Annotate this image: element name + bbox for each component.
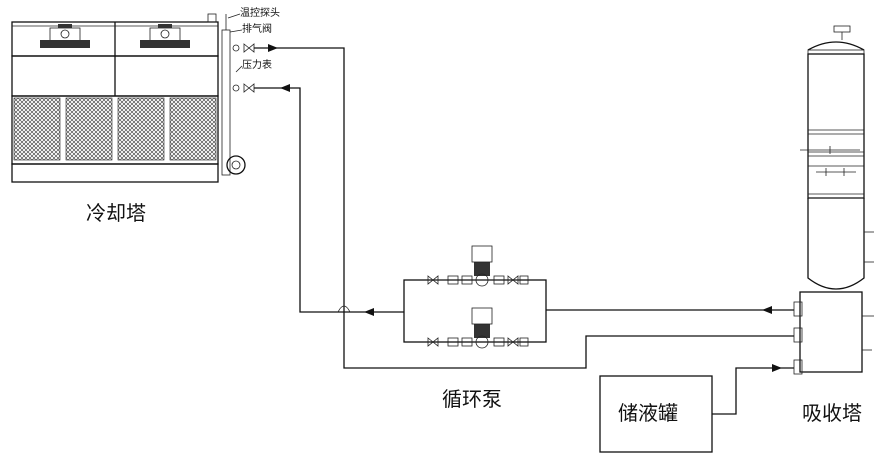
absorption-tower-label: 吸收塔 [802,401,862,425]
piping [254,44,794,415]
absorption-tower [793,25,874,375]
pressure-gauge-label: 压力表 [242,58,272,71]
circulation-pump-lower [427,307,529,349]
valve-icon [243,83,255,93]
circulation-pump-upper [427,245,529,287]
valve-icon [243,43,255,53]
cooling-tower-label: 冷却塔 [86,201,146,225]
fan-motor-icon [40,24,90,48]
storage-tank [599,375,713,453]
fan-motor-icon [140,24,190,48]
exhaust-valve-label: 排气阀 [242,22,272,35]
circulation-pump-label: 循环泵 [442,387,502,411]
temp-probe-label: 温控探头 [240,6,280,19]
cooling-tower [11,13,246,183]
storage-tank-label: 储液罐 [618,401,678,425]
